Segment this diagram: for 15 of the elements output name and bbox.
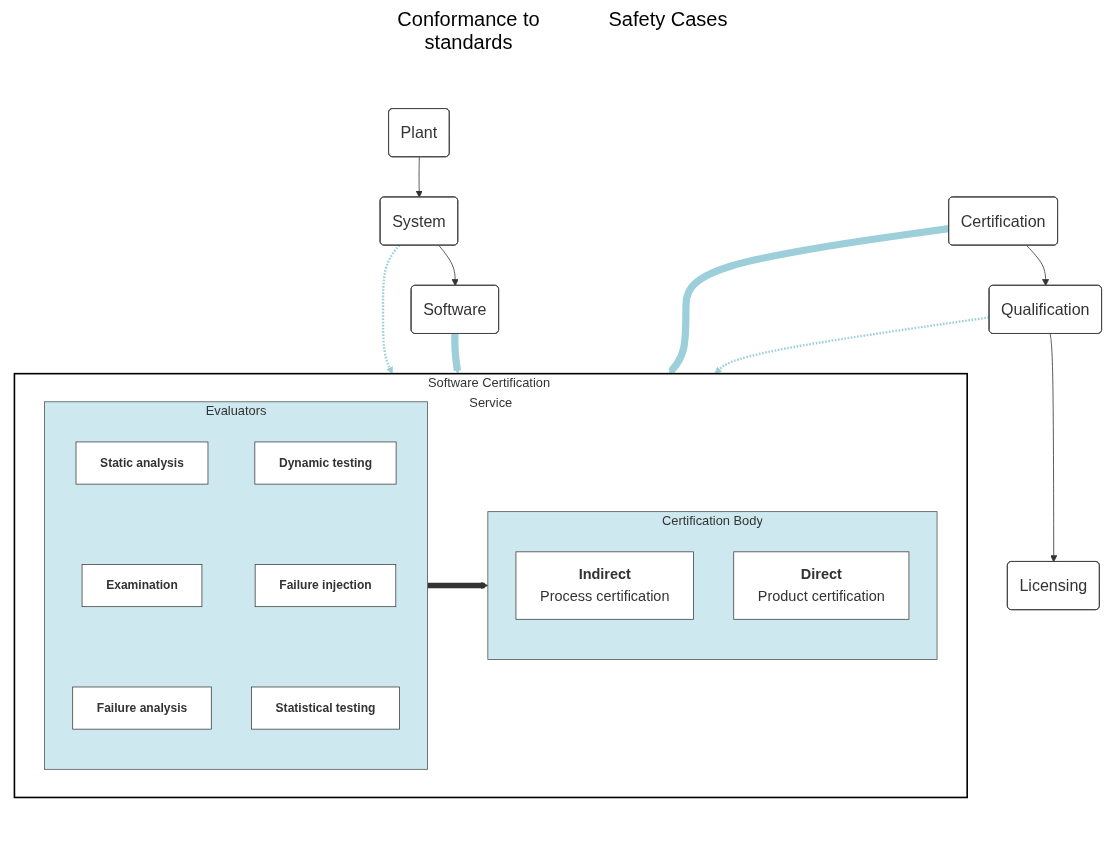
arrow bbox=[668, 225, 950, 374]
node-box: Direct Product certification bbox=[733, 551, 910, 620]
node-box: Failure analysis bbox=[72, 686, 212, 730]
annotation-text: Conformance to standards bbox=[396, 8, 541, 54]
arrow bbox=[381, 244, 401, 374]
node-box: Statistical testing bbox=[251, 686, 400, 730]
node-box: Failure injection bbox=[254, 564, 397, 608]
node-box: Examination bbox=[81, 564, 203, 608]
annotation-text: Safety Cases bbox=[608, 8, 728, 32]
arrow bbox=[714, 316, 990, 374]
arrow bbox=[451, 333, 462, 374]
node-box: Indirect Process certification bbox=[515, 551, 694, 620]
node-box: Dynamic testing bbox=[254, 441, 397, 485]
node-box: Static analysis bbox=[75, 441, 209, 485]
arrow bbox=[427, 582, 489, 590]
